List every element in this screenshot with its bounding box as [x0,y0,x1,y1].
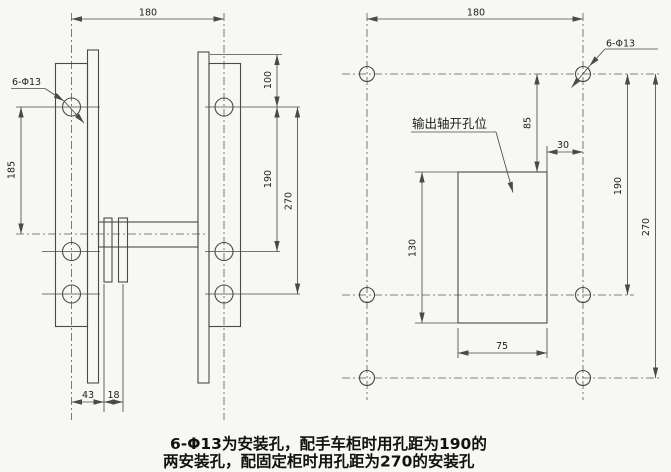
dim-label-panel-75: 75 [496,341,508,352]
dim-label-front-43: 43 [82,390,94,401]
mounting-hole [574,65,592,83]
dim-panel-30: 30 [546,140,583,173]
panel-view-centerlines [342,13,662,400]
mounting-hole [358,369,376,387]
dim-label-panel-270: 270 [641,218,652,236]
dim-label-front-100: 100 [263,71,274,89]
dim-front-185: 185 [7,107,24,234]
dim-label-front-270: 270 [284,192,295,210]
dim-front-270: 270 [284,107,301,294]
hole-callout-leader [44,88,65,102]
note-line-2: 两安装孔，配固定柜时用孔距为270的安装孔 [163,452,475,471]
dim-front-43-18: 43 18 [71,284,124,412]
mounting-hole [61,97,82,117]
cutout-callout-label: 输出轴开孔位 [412,116,487,131]
note-line-1: 6-Φ13为安装孔，配手车柜时用孔距为190的 [170,434,487,453]
front-view-mounting-holes [61,97,234,304]
mounting-hole [214,97,234,117]
front-view-hole-callout: 6-Φ13 [11,77,85,124]
cutout-callout-leader [495,131,514,193]
dim-label-front-180: 180 [139,8,157,19]
dim-label-panel-30: 30 [557,140,569,151]
tab-2-outline [117,217,129,283]
dim-front-100: 100 [210,54,282,107]
mounting-hole [358,286,376,304]
mounting-hole [574,369,592,387]
dim-panel-130: 130 [408,171,458,324]
caption: 6-Φ13为安装孔，配手车柜时用孔距为190的 两安装孔，配固定柜时用孔距为27… [163,434,487,471]
dim-label-front-185: 185 [7,161,18,179]
dim-label-front-190: 190 [263,170,274,188]
dim-front-180: 180 [71,8,224,22]
dim-panel-85: 85 [523,74,540,172]
panel-view: 180 85 30 190 270 130 [342,8,662,400]
hole-callout-label: 6-Φ13 [12,77,41,88]
mounting-hole [214,284,234,304]
dim-label-front-18: 18 [107,390,119,401]
dim-label-panel-180: 180 [467,8,485,19]
cross-bar-outline [97,221,199,248]
mounting-hole [61,241,82,262]
dim-label-panel-130: 130 [408,239,419,257]
mounting-hole [214,241,234,262]
front-view-hole-crosshairs [16,106,300,295]
hole-callout-label: 6-Φ13 [606,39,635,50]
front-view-centerlines [16,13,225,420]
mounting-hole [574,286,592,304]
panel-view-hole-callout: 6-Φ13 [571,39,658,88]
front-view-outlines [54,49,242,384]
dim-panel-180: 180 [367,8,583,22]
dim-label-panel-85: 85 [523,117,534,129]
tab-1-outline [103,217,113,283]
front-view: 180 185 100 190 270 43 [7,8,301,420]
dim-front-190: 190 [263,107,280,252]
panel-view-mounting-holes [358,65,592,387]
panel-view-cutout-callout: 输出轴开孔位 [411,116,514,193]
hole-callout-leader [589,48,606,67]
left-rail-outline [86,49,100,384]
dim-panel-75: 75 [457,328,548,358]
mounting-hole [358,65,376,83]
mounting-hole [61,284,82,304]
dim-panel-270: 270 [641,74,659,378]
shaft-cutout-outline [457,171,548,324]
right-plate-outline [208,62,242,328]
dim-panel-190: 190 [613,74,631,295]
dim-label-panel-190: 190 [613,177,624,195]
